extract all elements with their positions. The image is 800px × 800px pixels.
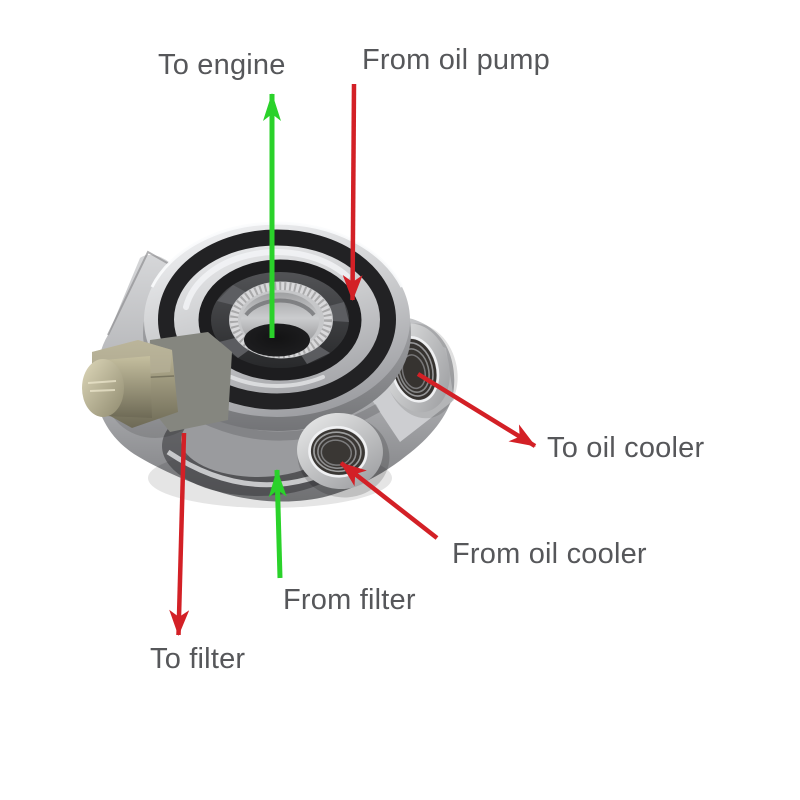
to-oil-cooler-arrow: [416, 372, 537, 448]
plug-face-highlight: [87, 380, 117, 392]
body-lobe-edge: [107, 250, 177, 336]
plate-rim-highlight: [150, 221, 404, 288]
inner-o-ring: [198, 259, 362, 381]
label-from-oil-cooler: From oil cooler: [452, 538, 647, 570]
label-from-filter: From filter: [283, 584, 416, 616]
outer-o-ring: [158, 229, 396, 410]
well-ribs: [217, 285, 349, 364]
label-to-engine: To engine: [158, 49, 286, 81]
from-oil-pump-arrow: [342, 83, 363, 301]
flow-arrows: [169, 83, 537, 636]
label-from-oil-pump: From oil pump: [362, 44, 550, 76]
center-bore-hole: [244, 323, 310, 357]
knurl-ring: [230, 282, 332, 358]
to-filter-arrow: [169, 432, 190, 636]
label-to-oil-cooler: To oil cooler: [547, 432, 705, 464]
from-oil-cooler-arrow: [339, 461, 439, 540]
center-outlet: [229, 281, 333, 359]
plug-face: [82, 359, 124, 417]
hex-plug: [82, 332, 232, 438]
from-filter-arrow: [268, 469, 287, 579]
label-to-filter: To filter: [150, 643, 246, 675]
bore-lip-shadow: [244, 298, 316, 317]
band-highlight-bottom: [229, 375, 325, 388]
band-highlight-top: [183, 249, 350, 310]
